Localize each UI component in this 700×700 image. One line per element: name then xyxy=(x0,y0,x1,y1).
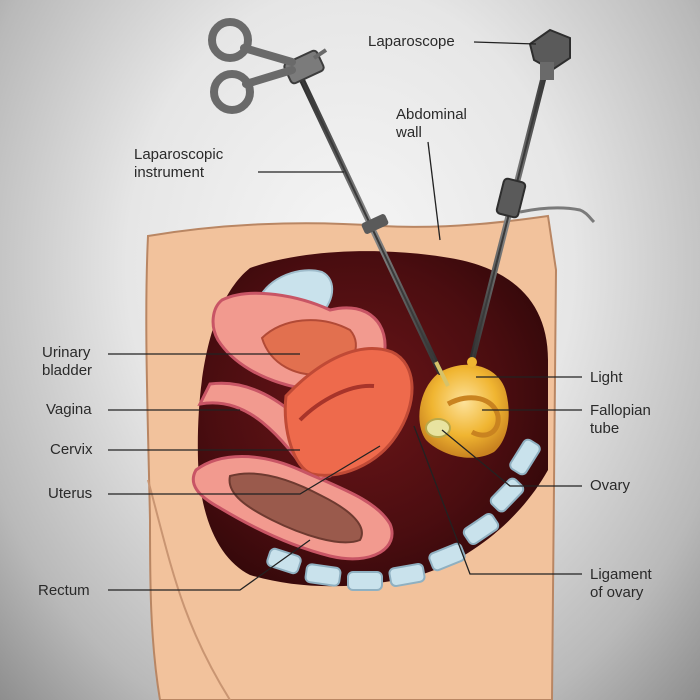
label-laparoscopic-instrument: Laparoscopic instrument xyxy=(134,146,224,181)
label-cervix: Cervix xyxy=(50,441,93,458)
label-ovary: Ovary xyxy=(590,477,631,494)
label-urinary-bladder: Urinary bladder xyxy=(42,344,93,379)
label-ligament-of-ovary: Ligament of ovary xyxy=(590,566,652,601)
label-light: Light xyxy=(590,369,623,386)
laparoscope-drawing xyxy=(467,28,596,367)
label-laparoscope: Laparoscope xyxy=(368,33,455,50)
uterus-inner xyxy=(298,383,375,422)
uterus-organ xyxy=(283,347,414,477)
laparoscopic-instrument-drawing xyxy=(208,18,450,387)
label-uterus: Uterus xyxy=(48,485,93,502)
label-fallopian-tube: Fallopian tube xyxy=(590,402,651,437)
leader-lines xyxy=(108,41,582,591)
fallopian-tube-organ xyxy=(446,395,501,438)
label-rectum: Rectum xyxy=(38,582,90,599)
ovary-organ xyxy=(425,418,451,438)
rectum-inner xyxy=(228,472,363,544)
label-abdominal-wall: Abdominal wall xyxy=(396,106,467,141)
spine-vertebrae xyxy=(266,438,541,591)
label-vagina: Vagina xyxy=(46,401,92,418)
